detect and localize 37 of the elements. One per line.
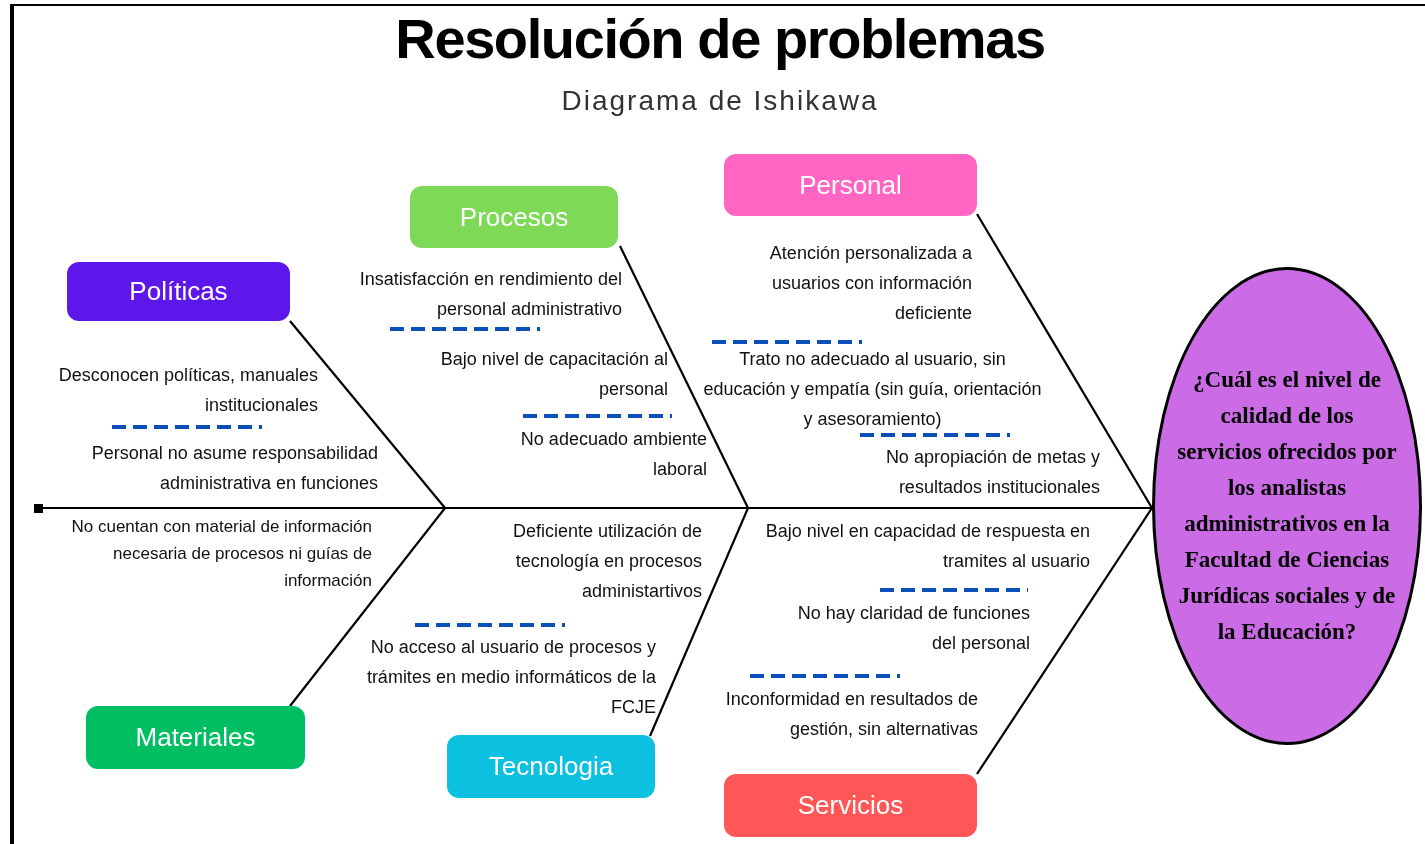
category-label: Personal (799, 168, 902, 202)
category-label: Procesos (459, 200, 569, 234)
category-box (67, 262, 290, 321)
cause-text: Trato no adecuado al usuario, sin educación y empatía (sin guía, orientación y asesoramiento) (702, 348, 1043, 431)
cause-text: Deficiente utilización de tecnología en procesos administartivos (511, 520, 702, 603)
bone-line (289, 507, 446, 707)
bone-line (976, 507, 1153, 775)
problem-question: ¿Cuál es el nivel de calidad de los servicios ofrecidos por los analistas administrativos en la Facultad de Ciencias Jurídicas sociales y de la Educación? (1176, 366, 1398, 646)
category-box (86, 706, 305, 769)
category-label: Políticas (129, 275, 228, 308)
cause-text: Personal no asume responsabilidad administrativa en funciones (90, 442, 378, 495)
cause-text: No apropiación de metas y resultados institucionales (884, 446, 1100, 499)
spine-start-square (34, 504, 43, 513)
subtitle: Diagrama de Ishikawa (560, 84, 880, 118)
category-box (410, 186, 618, 248)
category-box (724, 774, 977, 837)
cause-text: No hay claridad de funciones del personal (796, 602, 1030, 655)
cause-text: Desconocen políticas, manuales institucionales (57, 364, 318, 417)
title: Resolución de problemas (394, 6, 1046, 72)
cause-text: Atención personalizada a usuarios con información deficiente (768, 242, 972, 325)
bone-line (289, 320, 446, 509)
cause-text: Insatisfacción en rendimiento del personal administrativo (358, 268, 622, 321)
bone-line (649, 507, 749, 737)
bone-line (619, 245, 749, 509)
category-box (724, 154, 977, 216)
cause-text: Bajo nivel en capacidad de respuesta en tramites al usuario (764, 520, 1090, 573)
category-label: Materiales (135, 721, 256, 754)
spine-line (43, 506, 1152, 510)
category-label: Servicios (797, 789, 904, 822)
category-label: Tecnologia (488, 750, 614, 783)
cause-text: No adecuado ambiente laboral (519, 428, 707, 481)
cause-text: Bajo nivel de capacitación al personal (439, 348, 668, 401)
category-box (447, 735, 655, 798)
cause-text: No acceso al usuario de procesos y trámites en medio informáticos de la FCJE (365, 636, 656, 719)
cause-text: No cuentan con material de información necesaria de procesos ni guías de información (70, 516, 372, 592)
bone-line (976, 213, 1153, 509)
cause-text: Inconformidad en resultados de gestión, sin alternativas (724, 688, 978, 741)
